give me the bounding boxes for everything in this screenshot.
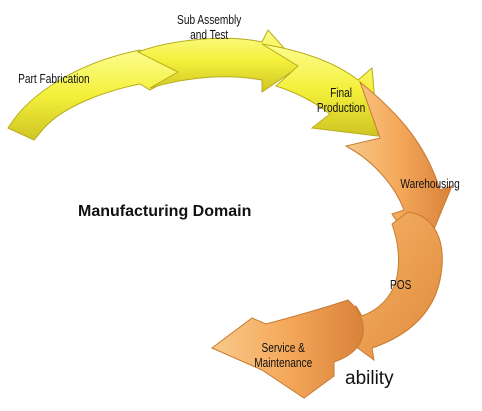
label-final-production: Final Production: [316, 85, 366, 115]
label-pos: POS: [390, 277, 412, 292]
label-warehousing: Warehousing: [400, 176, 460, 191]
label-part-fabrication: Part Fabrication: [18, 71, 90, 86]
arrow-sub-assembly: [136, 29, 301, 93]
center-label: Manufacturing Domain: [78, 203, 252, 220]
clipped-text: ability: [345, 368, 394, 389]
arrow-part-fabrication: [7, 49, 184, 141]
label-service-maintenance: Service & Maintenance: [254, 340, 313, 370]
arrow-service-maintenance: [211, 299, 364, 399]
label-sub-assembly: Sub Assembly and Test: [177, 12, 242, 42]
arrow-pos: [343, 211, 443, 362]
